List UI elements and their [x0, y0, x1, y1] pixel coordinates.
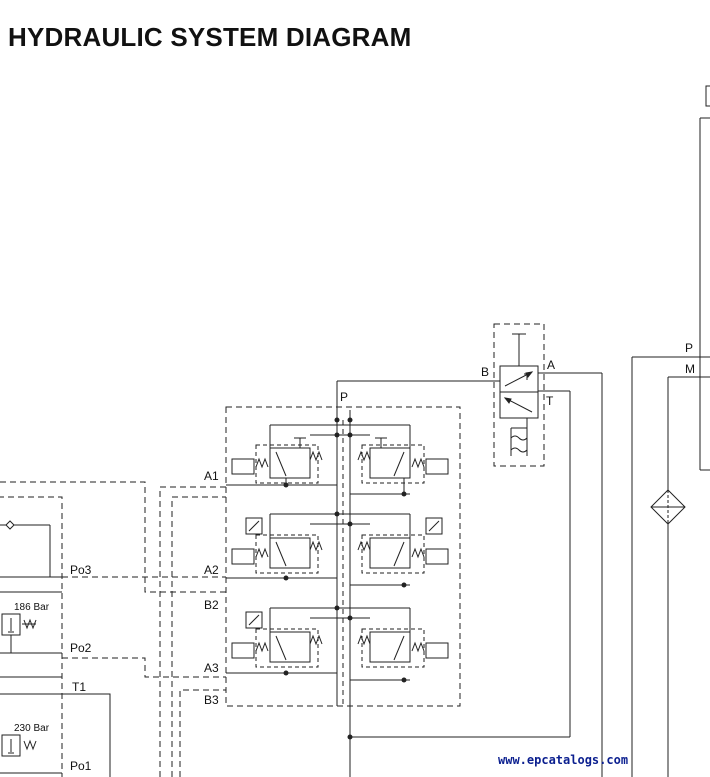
filter-icon	[650, 489, 686, 525]
port-b2: B2	[204, 598, 219, 612]
port-a-valve: A	[547, 358, 555, 372]
port-t1: T1	[72, 680, 86, 694]
solenoid-icon-3	[245, 611, 263, 629]
right-circuit	[631, 85, 710, 777]
port-t-valve: T	[546, 394, 554, 408]
port-p-main: P	[340, 390, 348, 404]
directional-valve	[337, 323, 603, 777]
port-b3: B3	[204, 693, 219, 707]
port-a1: A1	[204, 469, 219, 483]
check-valve-icon	[5, 520, 15, 530]
relief-setting-lower: 230 Bar	[14, 723, 50, 734]
port-m-right: M	[685, 362, 695, 376]
pilot-valve-block	[0, 496, 63, 777]
port-po1: Po1	[70, 759, 92, 773]
page-title: HYDRAULIC SYSTEM DIAGRAM	[8, 22, 412, 52]
port-p-right: P	[685, 341, 693, 355]
relief-setting-upper: 186 Bar	[14, 602, 50, 613]
watermark-link[interactable]: www.epcatalogs.com	[498, 753, 628, 767]
main-control-valve-block	[225, 406, 461, 707]
port-a3: A3	[204, 661, 219, 675]
center-gallery	[336, 381, 351, 777]
spool-section-1	[226, 424, 449, 495]
solenoid-icon	[245, 517, 443, 535]
spool-section-2	[226, 513, 449, 586]
port-b-valve: B	[481, 365, 489, 379]
pilot-lines	[0, 481, 226, 777]
relief-valve-icon-lower	[1, 734, 37, 757]
junction-dots	[283, 417, 407, 740]
relief-valve-icon-upper	[1, 613, 37, 653]
spool-section-3	[226, 607, 449, 681]
port-po3: Po3	[70, 563, 92, 577]
port-a2: A2	[204, 563, 219, 577]
port-po2: Po2	[70, 641, 92, 655]
